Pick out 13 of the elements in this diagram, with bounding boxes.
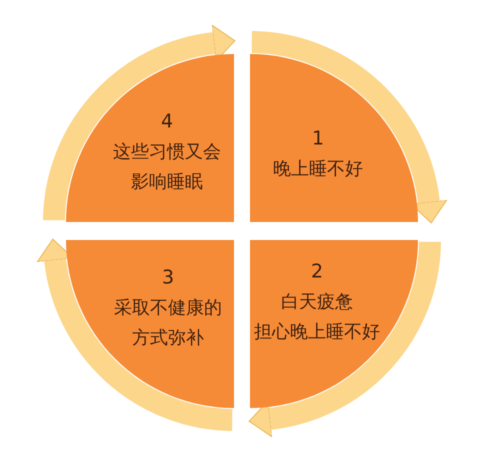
- curved-arrow: [43, 24, 236, 221]
- step-number: 4: [160, 110, 174, 135]
- step-text: 白天疲惫: [281, 290, 353, 315]
- curved-arrow: [248, 241, 441, 438]
- step-text: 担心晚上睡不好: [254, 320, 380, 345]
- curved-arrow: [36, 238, 233, 431]
- step-text: 采取不健康的方式弥补: [114, 296, 222, 351]
- step-text: 晚上睡不好: [273, 158, 363, 182]
- step-number: 1: [312, 126, 324, 152]
- step-number: 3: [162, 266, 174, 291]
- step-number: 2: [310, 260, 324, 285]
- curved-arrow: [251, 31, 448, 224]
- step-text: 这些习惯又会影响睡眠: [113, 140, 221, 195]
